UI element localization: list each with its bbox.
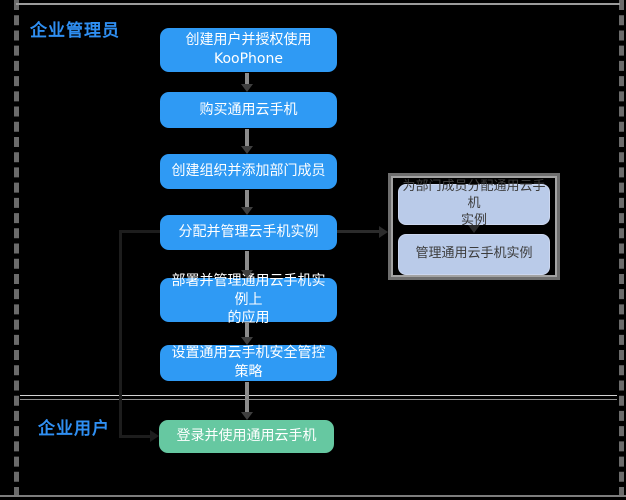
arrow-step4-to-side-group <box>337 230 380 233</box>
side-box-manage-instances: 管理通用云手机实例 <box>398 234 550 275</box>
frame-left-dashed-border <box>14 0 19 497</box>
arrowhead-down-icon <box>241 146 253 154</box>
step-box-create-user-authorize: 创建用户并授权使用 KooPhone <box>160 28 337 72</box>
frame-right-dashed-border <box>619 0 624 497</box>
arrow-step2-to-step3 <box>245 129 249 146</box>
arrowhead-down-icon <box>241 337 253 345</box>
lane-label-enterprise-user: 企业用户 <box>38 419 110 439</box>
lane-label-enterprise-admin: 企业管理员 <box>30 21 120 41</box>
frame-bottom-border <box>0 495 626 497</box>
arrowhead-down-icon <box>241 270 253 278</box>
arrow-step4-to-step5 <box>245 251 249 270</box>
connector-bottom-segment <box>119 435 151 438</box>
step-box-login-use-cloud-phone: 登录并使用通用云手机 <box>159 420 334 453</box>
arrowhead-down-icon <box>241 84 253 92</box>
frame-top-border <box>16 3 620 5</box>
arrow-step5-to-step6 <box>245 323 249 337</box>
arrow-step3-to-step4 <box>245 190 249 207</box>
step-box-security-policy: 设置通用云手机安全管控策略 <box>160 345 337 381</box>
arrowhead-right-icon <box>150 430 159 442</box>
arrow-step6-to-step7 <box>245 382 249 412</box>
arrowhead-right-icon <box>379 226 388 238</box>
arrowhead-down-icon <box>468 225 480 233</box>
step-box-buy-cloud-phone: 购买通用云手机 <box>160 92 337 128</box>
connector-vertical-segment <box>119 230 122 438</box>
swimlane-divider-line <box>20 395 617 396</box>
step-box-assign-manage-instances: 分配并管理云手机实例 <box>160 215 337 250</box>
arrowhead-down-icon <box>241 412 253 420</box>
connector-step4-left-segment <box>120 230 160 233</box>
step-box-create-org-add-members: 创建组织并添加部门成员 <box>160 154 337 189</box>
side-group-container: 为部门成员分配通用云手机 实例 管理通用云手机实例 <box>388 173 560 280</box>
arrow-step1-to-step2 <box>245 73 249 84</box>
side-box-assign-members-instances: 为部门成员分配通用云手机 实例 <box>398 179 550 228</box>
arrowhead-down-icon <box>241 207 253 215</box>
step-box-deploy-manage-apps: 部署并管理通用云手机实例上 的应用 <box>160 273 337 326</box>
swimlane-divider-line <box>20 399 617 400</box>
